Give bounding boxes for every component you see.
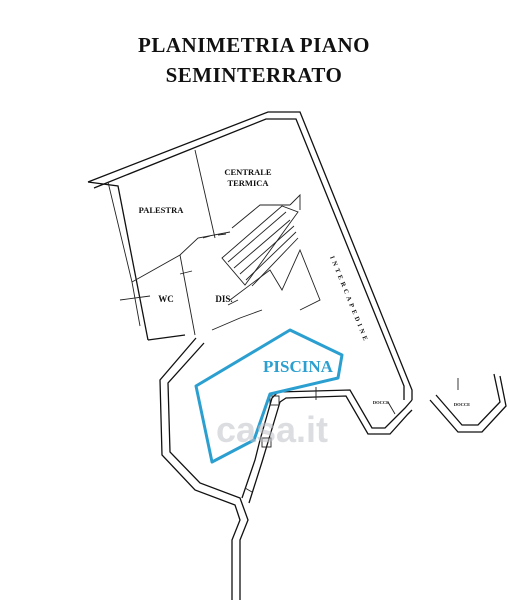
room-label-termica: TERMICA — [227, 178, 269, 188]
plan-title-line-1: PLANIMETRIA PIANO — [138, 33, 370, 57]
lower-walls — [159, 337, 413, 600]
column-2 — [261, 437, 272, 448]
detached-block — [429, 373, 507, 433]
pool-label: PISCINA — [263, 357, 334, 376]
room-label-dis: DIS. — [215, 294, 232, 304]
room-label-centrale: CENTRALE — [224, 167, 272, 177]
room-label-palestra: PALESTRA — [139, 205, 185, 215]
column-1 — [269, 395, 280, 406]
outer-walls — [87, 111, 413, 400]
plan-title-line-2: SEMINTERRATO — [165, 63, 343, 87]
watermark: casa.it — [216, 409, 328, 450]
pool-outline — [194, 328, 344, 464]
room-label-wc: WC — [158, 294, 174, 304]
interior-partitions — [107, 149, 321, 336]
room-label-docce-2: DOCCE — [454, 402, 470, 407]
room-label-docce-1: DOCCE — [373, 400, 389, 405]
